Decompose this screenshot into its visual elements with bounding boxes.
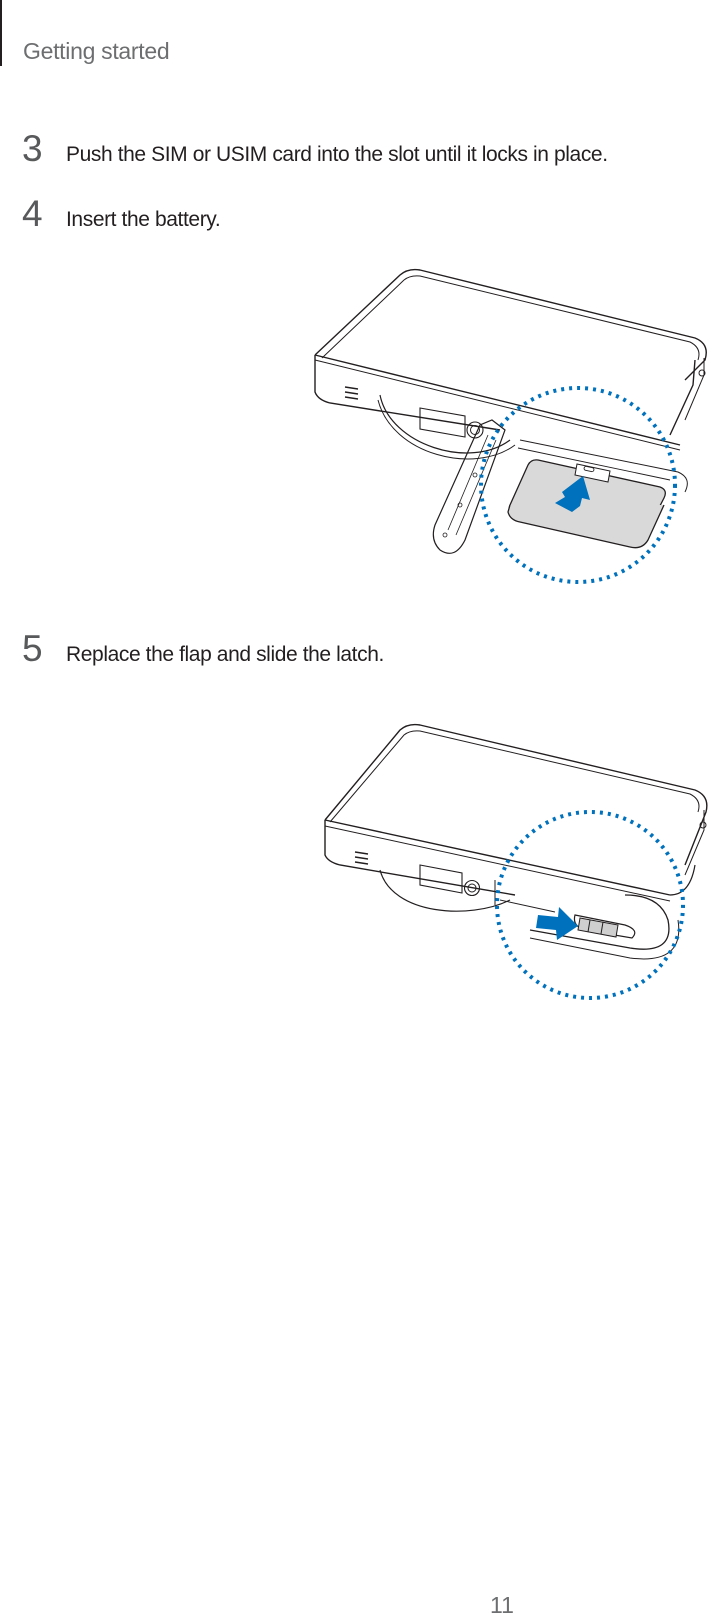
step-text: Insert the battery. [66, 208, 221, 231]
step-text: Replace the flap and slide the latch. [66, 643, 384, 666]
step-4: 4 Insert the battery. [22, 193, 221, 235]
slide-latch-illustration [300, 690, 713, 1010]
insert-battery-illustration [300, 260, 713, 590]
step-number: 5 [22, 628, 43, 669]
header-rule [0, 0, 2, 66]
step-number: 4 [22, 193, 43, 234]
step-text: Push the SIM or USIM card into the slot … [66, 143, 608, 166]
step-number: 3 [22, 128, 43, 169]
step-3: 3 Push the SIM or USIM card into the slo… [22, 128, 608, 170]
page-number: 11 [490, 1592, 514, 1618]
section-title: Getting started [23, 38, 170, 64]
step-5: 5 Replace the flap and slide the latch. [22, 628, 384, 670]
